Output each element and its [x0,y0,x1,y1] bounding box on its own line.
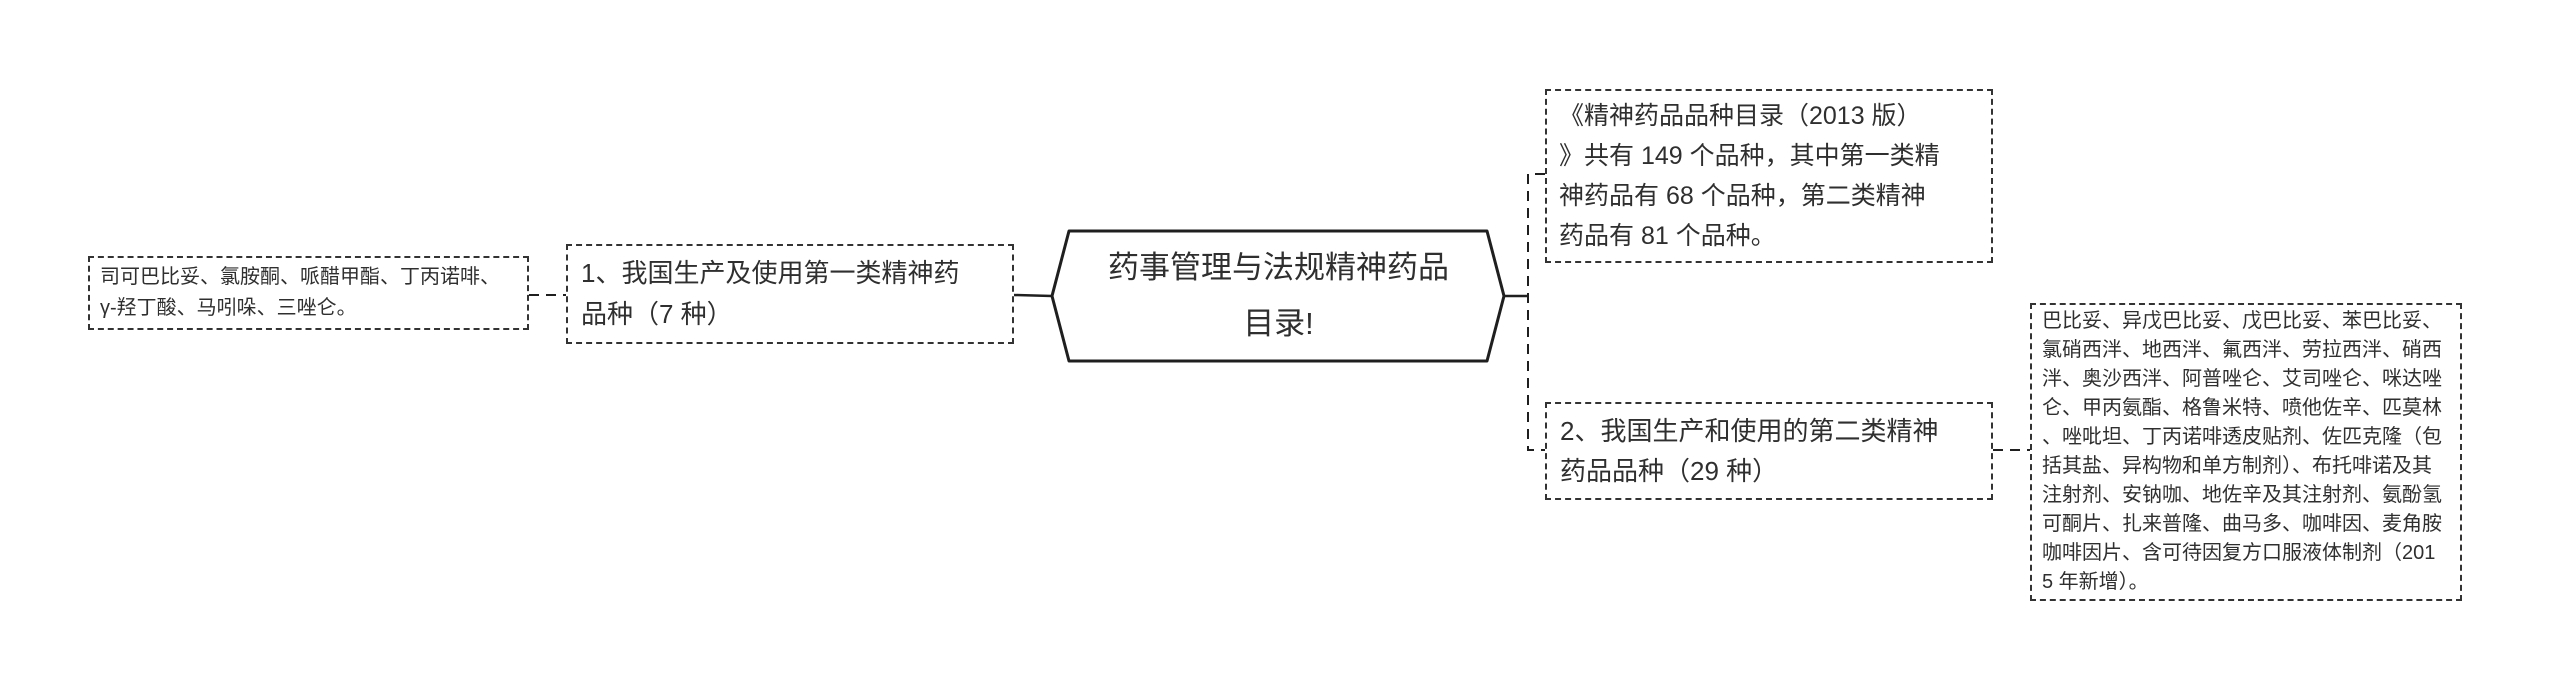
topic-first-class-varieties[interactable]: 1、我国生产及使用第一类精神药 品种（7 种） [566,244,1014,344]
center-topic-node[interactable]: 药事管理与法规精神药品 目录! [1108,249,1449,341]
connector-topic1-center [1013,293,1053,298]
connector-branch-bracket [1527,173,1545,451]
topic-second-class-varieties[interactable]: 2、我国生产和使用的第二类精神 药品品种（29 种） [1545,402,1993,500]
note-second-class-drug-list[interactable]: 巴比妥、异戊巴比妥、戊巴比妥、苯巴比妥、 氯硝西泮、地西泮、氟西泮、劳拉西泮、硝… [2030,303,2462,601]
note-first-class-drug-list[interactable]: 司可巴比妥、氯胺酮、哌醋甲酯、丁丙诺啡、 γ-羟丁酸、马吲哚、三唑仑。 [88,256,529,330]
center-topic-hexagon [1050,229,1506,363]
summary-2013-catalog[interactable]: 《精神药品品种目录（2013 版） 》共有 149 个品种，其中第一类精 神药品… [1545,89,1993,263]
